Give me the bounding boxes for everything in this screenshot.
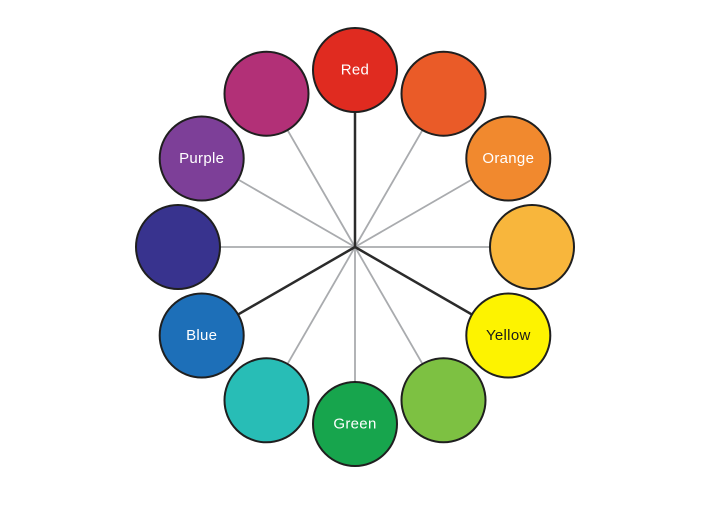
swatch-red-purple [223,50,310,137]
swatch-blue-green [223,357,310,444]
swatch-blue-purple [135,204,221,290]
swatch-red [312,27,398,113]
swatch-purple [158,115,245,202]
swatch-orange [465,115,552,202]
swatch-blue [158,292,245,379]
swatch-yellow [465,292,552,379]
swatch-red-orange [400,50,487,137]
swatch-green [312,381,398,467]
swatch-yellow-orange [489,204,575,290]
swatch-yellow-green [400,357,487,444]
